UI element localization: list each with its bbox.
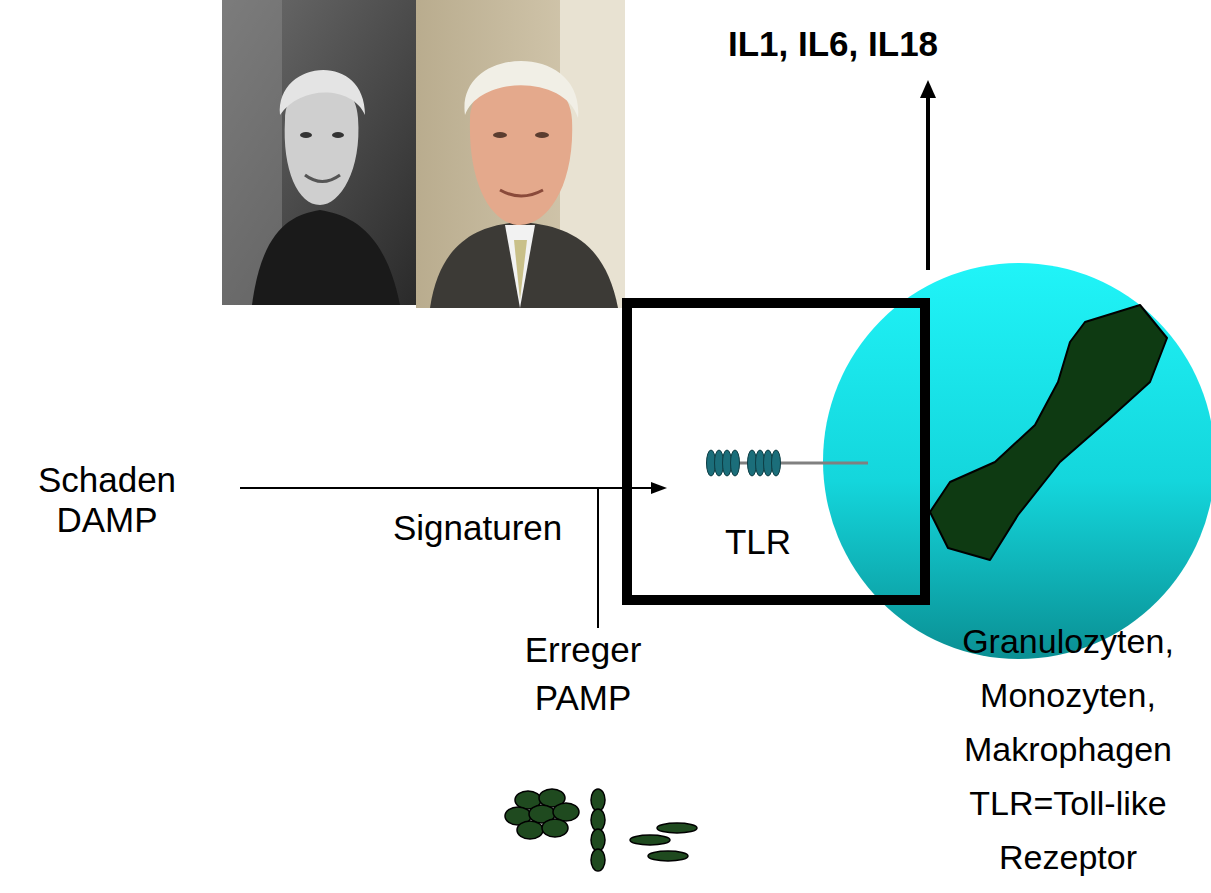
secretion-arrow bbox=[920, 80, 936, 270]
receptor-label: TLR bbox=[688, 522, 828, 562]
pamp-label: Erreger bbox=[483, 630, 683, 670]
portrait-photo bbox=[222, 0, 416, 305]
signal-label: Signaturen bbox=[393, 508, 568, 548]
cell-type-text: TLR=Toll-like Rezeptor bbox=[918, 776, 1211, 884]
cell-type-text: Granulozyten, Monozyten, Makrophagen bbox=[918, 614, 1211, 776]
cytokine-label: IL1, IL6, IL18 bbox=[728, 24, 1073, 64]
pamp-label: PAMP bbox=[483, 678, 683, 718]
portrait-photo bbox=[416, 0, 625, 308]
receptor-frame: TLR bbox=[622, 298, 930, 605]
bacteria-symbol bbox=[505, 789, 697, 871]
damp-label: DAMP bbox=[7, 500, 207, 540]
signal-line bbox=[597, 488, 599, 628]
signal-arrow bbox=[240, 482, 667, 494]
damp-label: Schaden bbox=[7, 460, 207, 500]
cell-caption: Granulozyten, Monozyten, MakrophagenTLR=… bbox=[918, 614, 1211, 884]
